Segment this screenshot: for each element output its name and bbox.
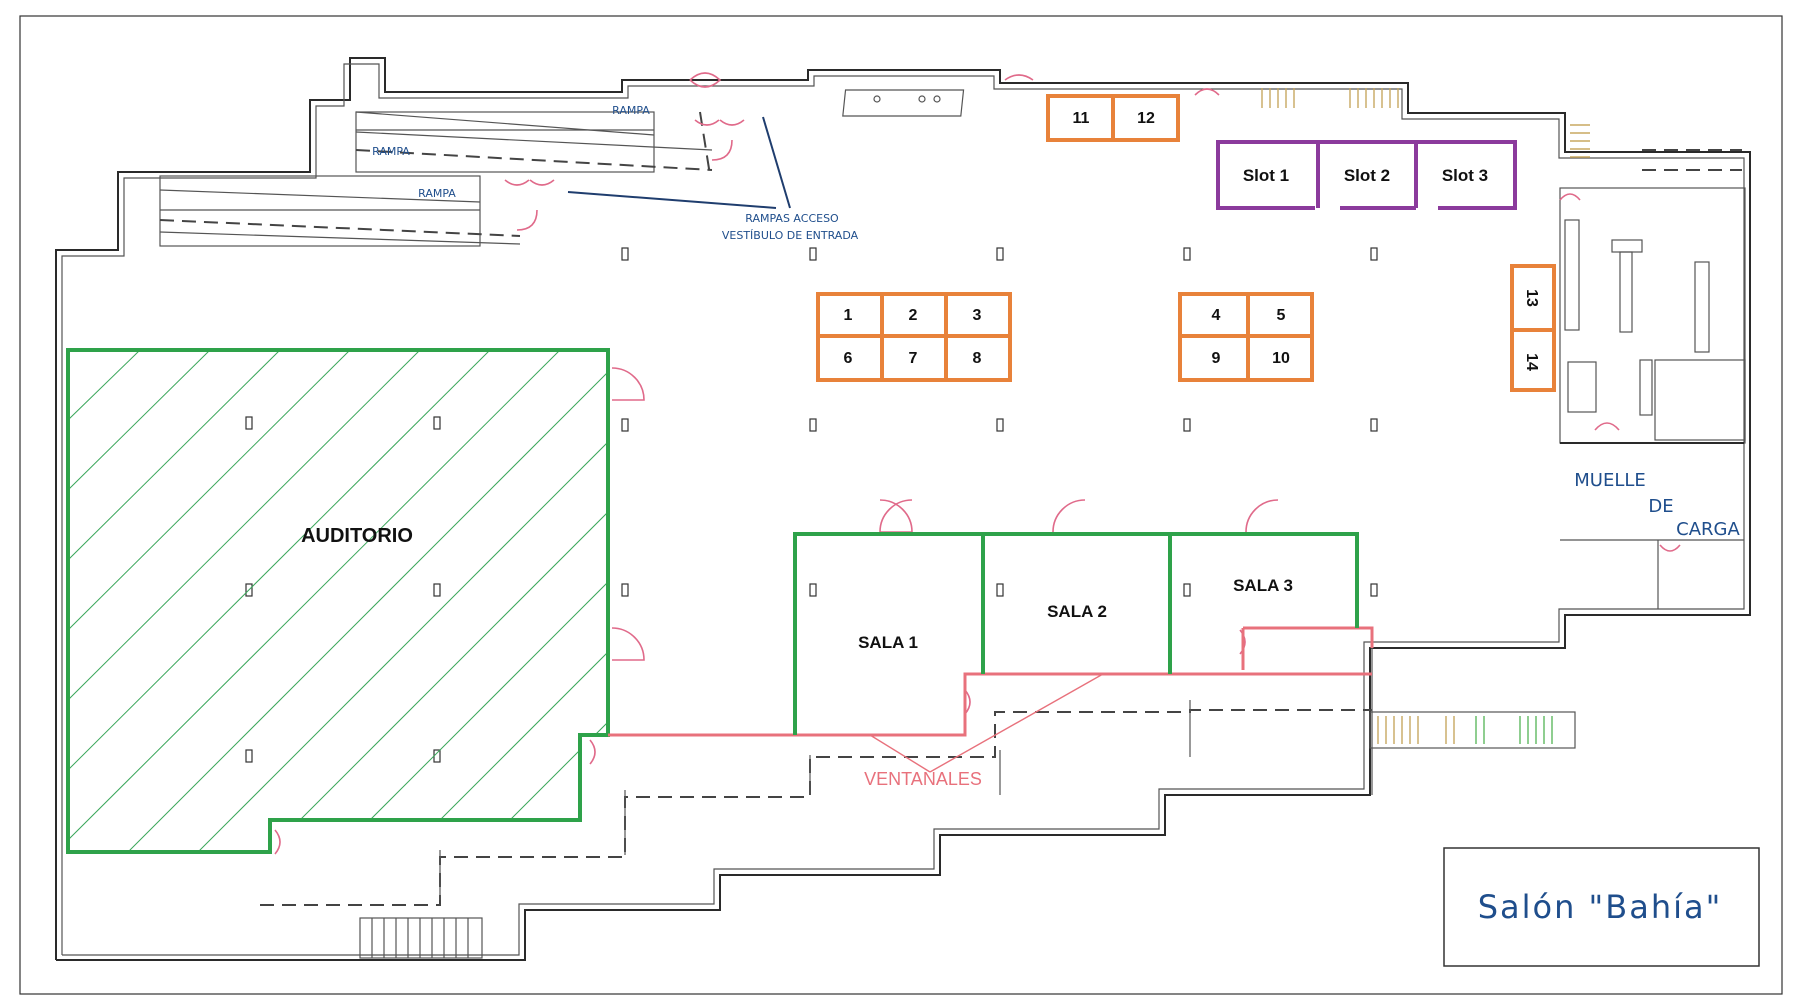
slot-3[interactable]: Slot 3 <box>1442 166 1488 185</box>
rampa-label-1: RAMPA <box>612 104 650 117</box>
rampas-acceso-label: RAMPAS ACCESO <box>745 212 839 225</box>
booth-2[interactable]: 2 <box>909 307 918 324</box>
auditorio-hatching <box>68 350 608 852</box>
booth-14[interactable]: 14 <box>1523 353 1540 371</box>
booth-6[interactable]: 6 <box>844 350 853 367</box>
booth-1[interactable]: 1 <box>844 307 853 324</box>
booth-group-13-14 <box>1510 264 1556 392</box>
auditorio-area[interactable]: AUDITORIO <box>66 348 1050 890</box>
building-walls <box>55 57 1751 961</box>
booth-9[interactable]: 9 <box>1212 350 1221 367</box>
title-box: Salón "Bahía" <box>1443 847 1760 967</box>
sala2-label: SALA 2 <box>1047 602 1107 621</box>
booth-7[interactable]: 7 <box>909 350 918 367</box>
carga-label: CARGA <box>1676 519 1740 540</box>
sala1-label: SALA 1 <box>858 633 918 652</box>
plan-title: Salón "Bahía" <box>1478 888 1723 926</box>
muelle-label: MUELLE <box>1574 470 1646 491</box>
booth-labels: 1 2 3 4 5 6 7 8 9 10 11 12 13 14 <box>844 110 1540 371</box>
sala3-label: SALA 3 <box>1233 576 1293 595</box>
slot-2[interactable]: Slot 2 <box>1344 166 1390 185</box>
muelle-de-carga: MUELLE DE CARGA <box>1574 470 1740 540</box>
booth-11[interactable]: 11 <box>1073 110 1090 127</box>
slots: Slot 1 Slot 2 Slot 3 <box>1216 140 1517 210</box>
rampa-label-2: RAMPA <box>372 145 410 158</box>
booth-13[interactable]: 13 <box>1523 289 1540 307</box>
vestibulo-entrada-label: VESTÍBULO DE ENTRADA <box>722 229 859 242</box>
ventanales-label: VENTANALES <box>864 769 982 789</box>
auditorio-label: AUDITORIO <box>301 525 413 547</box>
ventanales: VENTANALES <box>608 612 1374 789</box>
page-frame <box>19 15 1783 995</box>
booth-group-11-12 <box>1046 94 1180 142</box>
doors <box>274 72 1681 855</box>
rampa-label-3: RAMPA <box>418 187 456 200</box>
booth-10[interactable]: 10 <box>1272 350 1290 367</box>
slot-1[interactable]: Slot 1 <box>1243 166 1289 185</box>
booth-12[interactable]: 12 <box>1137 110 1155 127</box>
ramp-labels: RAMPA RAMPA RAMPA RAMPAS ACCESO VESTÍBUL… <box>372 104 858 242</box>
de-label: DE <box>1648 496 1673 517</box>
booth-8[interactable]: 8 <box>973 350 982 367</box>
booth-group-1-8 <box>816 292 1012 382</box>
booth-4[interactable]: 4 <box>1212 307 1221 324</box>
sala-rooms[interactable]: SALA 1 SALA 2 SALA 3 <box>793 532 1359 735</box>
booth-group-4-10 <box>1178 292 1314 382</box>
booth-3[interactable]: 3 <box>973 307 982 324</box>
booth-5[interactable]: 5 <box>1277 307 1286 324</box>
